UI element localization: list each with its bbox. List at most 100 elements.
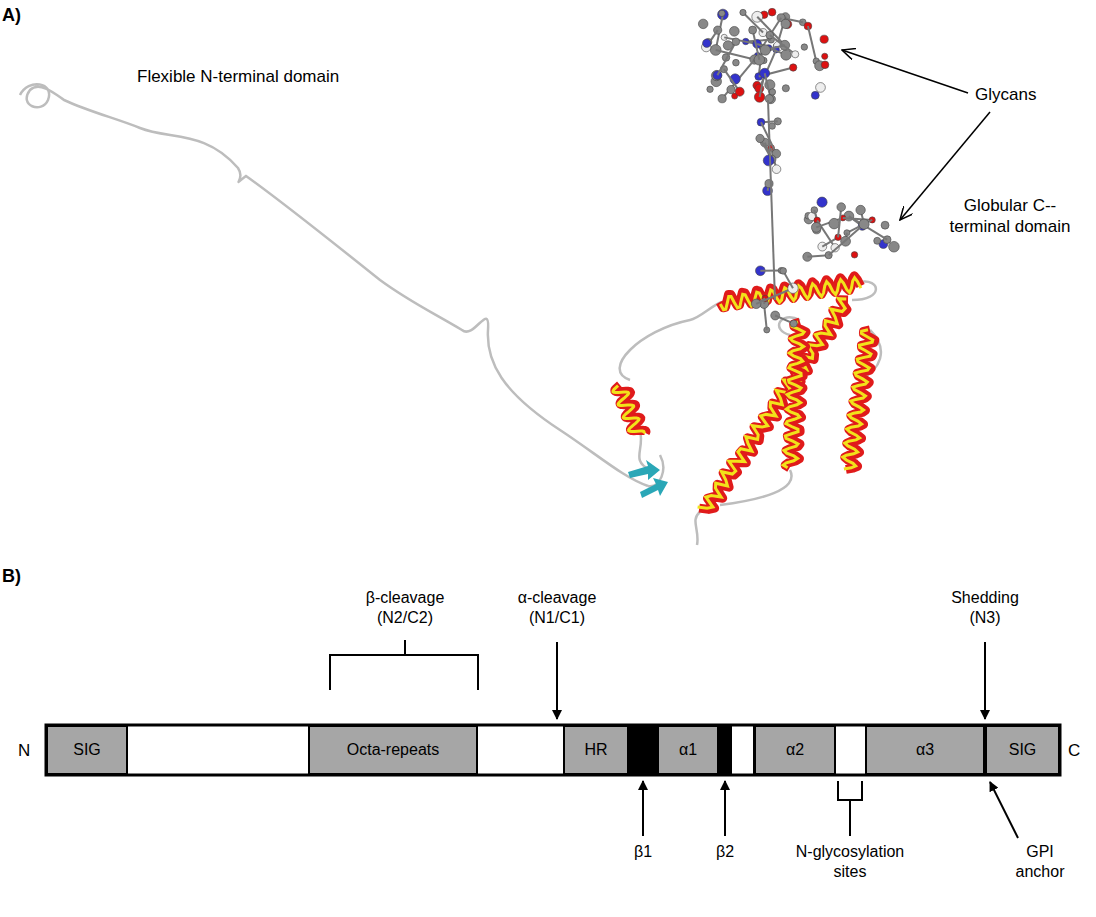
atom — [733, 59, 740, 66]
atom — [859, 219, 869, 229]
terminus-label: C — [1068, 740, 1080, 761]
domain-segment: SIG — [985, 725, 1060, 775]
domain-segment: SIG — [46, 725, 128, 775]
segment-label: α1 — [679, 741, 697, 759]
atom — [801, 44, 807, 50]
site-arrow — [990, 782, 1018, 838]
atom — [757, 118, 765, 126]
n-terminal-chain — [20, 84, 648, 486]
atom — [781, 19, 790, 28]
site-label: GPI anchor — [1005, 842, 1075, 882]
atom — [768, 8, 776, 16]
site-label: β1 — [623, 842, 663, 862]
bond — [808, 26, 816, 61]
cleavage-arrow — [556, 642, 558, 719]
atom — [703, 39, 711, 47]
atom — [881, 221, 889, 229]
domain-segment: α3 — [865, 725, 985, 775]
atom — [889, 241, 900, 252]
atom — [735, 87, 744, 96]
sequence-bar — [46, 725, 1060, 775]
helix-edge — [783, 322, 804, 468]
beta-region — [629, 725, 657, 775]
loops — [620, 282, 881, 545]
glycosylation-bracket — [838, 781, 862, 836]
atom — [811, 91, 819, 99]
site-arrow — [724, 781, 726, 836]
bond — [829, 224, 864, 255]
annotation: Glycans — [975, 84, 1036, 105]
atom — [817, 197, 827, 207]
atom — [780, 268, 787, 275]
segment-label: HR — [584, 741, 607, 759]
glycans — [698, 8, 899, 333]
annotation: Globular C--terminal domain — [935, 195, 1085, 238]
atom — [727, 85, 735, 93]
atom — [829, 218, 840, 229]
bond — [843, 218, 872, 220]
segment-label: SIG — [1009, 741, 1037, 759]
cleavage-bracket — [330, 640, 478, 690]
atom — [782, 85, 789, 92]
atom — [790, 64, 797, 71]
domain-segment: HR — [563, 725, 629, 775]
site-label: α-cleavage (N1/C1) — [507, 588, 607, 628]
atom — [816, 83, 826, 93]
atom — [719, 10, 725, 16]
atom — [772, 165, 781, 174]
atom — [707, 86, 713, 92]
beta-region — [719, 725, 732, 775]
atom — [769, 89, 775, 95]
atom — [765, 95, 773, 103]
atom — [851, 252, 857, 258]
bond — [722, 60, 754, 99]
glycan-stalk — [768, 100, 775, 300]
bond — [753, 30, 760, 60]
atom — [792, 51, 799, 58]
bond — [724, 37, 757, 44]
cleavage-arrow — [984, 642, 986, 719]
atom — [698, 19, 708, 29]
helix-edge — [613, 386, 644, 434]
atom — [821, 61, 829, 69]
atom — [856, 205, 865, 214]
atom — [740, 9, 746, 15]
domain-segment: α1 — [657, 725, 719, 775]
site-arrow — [642, 781, 644, 836]
atom — [749, 26, 757, 34]
helix — [699, 300, 848, 510]
atom — [820, 35, 828, 43]
helices — [613, 276, 875, 510]
segment-label: α2 — [786, 741, 804, 759]
atom — [822, 53, 828, 59]
atom — [763, 155, 774, 166]
atom — [756, 134, 764, 142]
bond — [716, 50, 755, 60]
beta-strand — [640, 478, 668, 498]
annotation: Flexible N-terminal domain — [137, 66, 339, 87]
site-label: N-glycosylation sites — [788, 842, 913, 882]
helix-edge — [843, 330, 873, 469]
beta-strand — [628, 460, 660, 480]
atom — [732, 38, 740, 46]
atom — [718, 95, 726, 103]
segment-label: α3 — [916, 741, 934, 759]
bond — [770, 35, 795, 54]
segment-label: Octa-repeats — [347, 741, 439, 759]
site-label: β2 — [705, 842, 745, 862]
atom — [874, 237, 881, 244]
domain-segment: Octa-repeats — [308, 725, 478, 775]
panel-letter: A) — [2, 4, 21, 27]
leader-arrow — [842, 50, 968, 93]
terminus-label: N — [18, 740, 30, 761]
site-label: β-cleavage (N2/C2) — [355, 588, 455, 628]
atom — [790, 320, 797, 327]
atom — [837, 203, 846, 212]
bond — [847, 220, 872, 233]
atom — [760, 45, 770, 55]
site-label: Shedding (N3) — [945, 588, 1025, 628]
bond — [717, 42, 735, 75]
segment-label: SIG — [73, 741, 101, 759]
domain-segment: α2 — [754, 725, 836, 775]
